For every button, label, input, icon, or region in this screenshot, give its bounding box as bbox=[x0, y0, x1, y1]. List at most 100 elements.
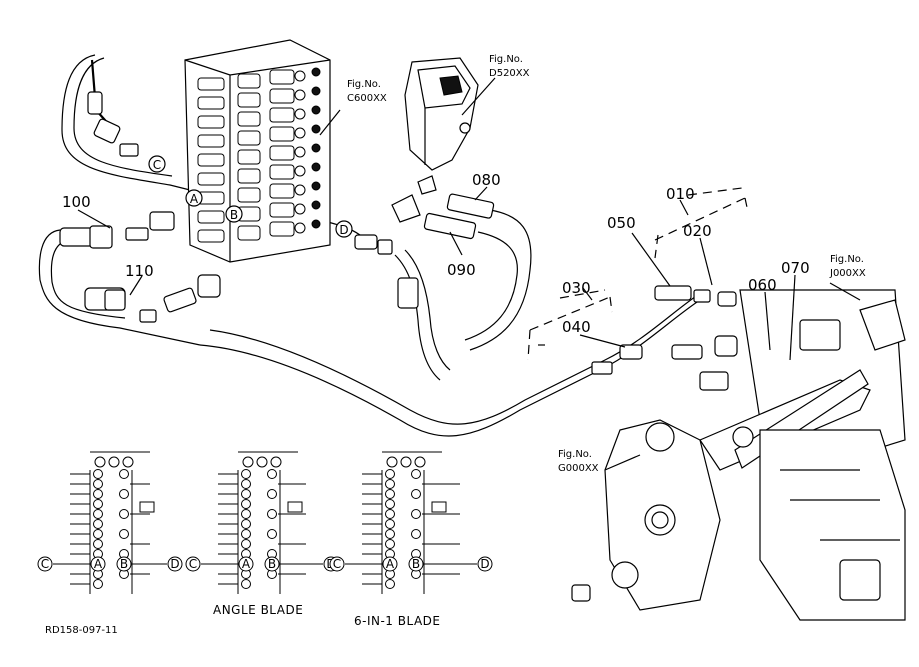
schematic-marker-c: C bbox=[189, 557, 197, 571]
valve-port bbox=[294, 222, 306, 234]
schematic-marker-a: A bbox=[242, 557, 251, 571]
valve-spool-left bbox=[197, 172, 225, 186]
schematic-marker-c: C bbox=[41, 557, 49, 571]
schematic-port-left bbox=[385, 529, 395, 539]
schematic-port-left bbox=[93, 509, 103, 519]
schematic-marker-b: B bbox=[120, 557, 128, 571]
valve-plug bbox=[311, 67, 321, 77]
schematic-marker-b-ring bbox=[116, 556, 132, 572]
schematic-port-right bbox=[267, 469, 277, 479]
port-markers-main: A B C D bbox=[148, 155, 353, 238]
valve-plug bbox=[311, 124, 321, 134]
valve-spool-left bbox=[197, 229, 225, 243]
label-100: 100 bbox=[62, 193, 91, 211]
valve-spool-right bbox=[269, 145, 295, 161]
schematic-extra-block bbox=[431, 501, 447, 513]
label-050: 050 bbox=[607, 214, 636, 232]
valve-port bbox=[294, 203, 306, 215]
schematic-marker-d: D bbox=[170, 557, 179, 571]
schematic-port-right bbox=[411, 469, 421, 479]
schematic-top-port bbox=[122, 456, 134, 468]
schematic-marker-a-ring bbox=[90, 556, 106, 572]
label-110: 110 bbox=[125, 262, 154, 280]
valve-plug bbox=[311, 200, 321, 210]
schematic-extra-block bbox=[139, 501, 155, 513]
label-060: 060 bbox=[748, 276, 777, 294]
valve-port bbox=[294, 127, 306, 139]
schematic-marker-a: A bbox=[94, 557, 103, 571]
schematic-marker-a-ring bbox=[382, 556, 398, 572]
valve-spool-right bbox=[269, 107, 295, 123]
schematic-port-left bbox=[241, 539, 251, 549]
schematic-marker-c-ring bbox=[185, 556, 201, 572]
schematic-port-left bbox=[93, 489, 103, 499]
valve-spool-left bbox=[197, 153, 225, 167]
fittings bbox=[59, 59, 799, 602]
schematic-caption-angle-blade: ANGLE BLADE bbox=[213, 603, 303, 617]
valve-spool-center bbox=[237, 149, 261, 165]
valve-port bbox=[294, 70, 306, 82]
schematic-top-port bbox=[256, 456, 268, 468]
control-valve-block bbox=[184, 39, 331, 263]
valve-spool-right bbox=[269, 88, 295, 104]
label-030: 030 bbox=[562, 279, 591, 297]
schematic-top-port bbox=[386, 456, 398, 468]
schematic-top-port bbox=[414, 456, 426, 468]
fig-ref-j000-line1: Fig.No. bbox=[830, 254, 864, 265]
valve-plug bbox=[311, 219, 321, 229]
schematic-top-port bbox=[242, 456, 254, 468]
label-040: 040 bbox=[562, 318, 591, 336]
schematic-port-left bbox=[385, 479, 395, 489]
schematic-port-right bbox=[267, 509, 277, 519]
valve-spool-center bbox=[237, 73, 261, 89]
schematic-port-left bbox=[385, 469, 395, 479]
solenoid-valve bbox=[391, 57, 479, 223]
schematic-marker-b: B bbox=[412, 557, 420, 571]
valve-port bbox=[294, 89, 306, 101]
schematic-port-left bbox=[241, 529, 251, 539]
label-080: 080 bbox=[472, 171, 501, 189]
schematic-port-left bbox=[241, 469, 251, 479]
valve-port bbox=[294, 184, 306, 196]
schematic-extra-block bbox=[287, 501, 303, 513]
schematic-marker-d-ring bbox=[477, 556, 493, 572]
schematic-port-left bbox=[93, 519, 103, 529]
schematic-port-left bbox=[241, 499, 251, 509]
valve-plug bbox=[311, 143, 321, 153]
valve-plug bbox=[311, 162, 321, 172]
schematic-marker-c-ring bbox=[329, 556, 345, 572]
schematic-port-left bbox=[93, 469, 103, 479]
label-070: 070 bbox=[781, 259, 810, 277]
schematic-port-left bbox=[385, 579, 395, 589]
valve-spool-right bbox=[269, 221, 295, 237]
valve-spool-center bbox=[237, 187, 261, 203]
label-010: 010 bbox=[666, 185, 695, 203]
schematic-caption-six-in-one-blade: 6-IN-1 BLADE bbox=[354, 614, 440, 628]
schematic-port-right bbox=[411, 489, 421, 499]
valve-spool-left bbox=[197, 115, 225, 129]
schematic-port-left bbox=[241, 479, 251, 489]
valve-plug bbox=[311, 86, 321, 96]
valve-spool-right bbox=[269, 183, 295, 199]
valve-spool-center bbox=[237, 168, 261, 184]
schematic-marker-d: D bbox=[480, 557, 489, 571]
valve-spool-right bbox=[269, 126, 295, 142]
port-marker-c: C bbox=[153, 158, 161, 172]
schematic-top-port bbox=[108, 456, 120, 468]
fig-ref-c600-line1: Fig.No. bbox=[347, 79, 381, 90]
fig-ref-g000-line1: Fig.No. bbox=[558, 449, 592, 460]
valve-spool-right bbox=[269, 69, 295, 85]
schematic-top-port bbox=[270, 456, 282, 468]
schematic-port-left bbox=[93, 499, 103, 509]
valve-spool-center bbox=[237, 111, 261, 127]
schematic-port-right bbox=[119, 529, 129, 539]
schematic-marker-a-ring bbox=[238, 556, 254, 572]
port-marker-d: D bbox=[339, 223, 348, 237]
drawing-id: RD158-097-11 bbox=[45, 625, 118, 636]
schematic-port-left bbox=[241, 579, 251, 589]
valve-spool-right bbox=[269, 202, 295, 218]
valve-plug bbox=[311, 181, 321, 191]
